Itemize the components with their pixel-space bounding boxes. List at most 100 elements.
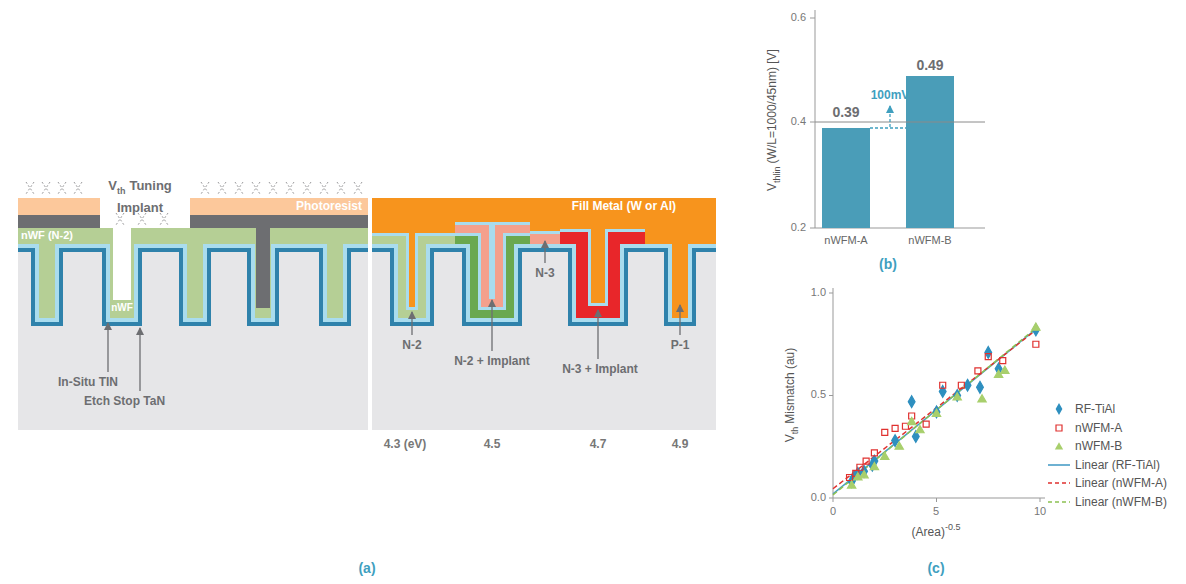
implant-arrow-icon xyxy=(286,182,294,194)
axis-tick xyxy=(829,395,833,396)
leader-arrow xyxy=(597,310,598,359)
figure-label: N-2 + Implant xyxy=(454,354,530,368)
implant-ray xyxy=(303,182,311,194)
data-point xyxy=(892,425,898,431)
line-sample xyxy=(1048,482,1070,484)
figure-label: (c) xyxy=(927,560,944,577)
legend-text: nWFM-B xyxy=(1075,439,1122,453)
data-point xyxy=(882,429,888,435)
data-point xyxy=(1000,358,1006,364)
implant-arrow-icon xyxy=(201,182,209,194)
implant-ray xyxy=(74,182,82,194)
data-point xyxy=(916,426,924,433)
axis-tick xyxy=(936,498,937,502)
implant-ray xyxy=(320,182,328,194)
substrate xyxy=(18,228,368,430)
data-point xyxy=(958,382,964,388)
layer-band: Fill Metal (W or Al) xyxy=(372,198,716,214)
figure-label: 4.5 xyxy=(484,437,501,451)
legend-item: Linear (RF-TiAl) xyxy=(1047,458,1160,472)
implant-cross-section xyxy=(18,182,368,430)
triangle-marker xyxy=(1055,442,1063,449)
implant-ray xyxy=(218,182,226,194)
axis-tick xyxy=(829,498,833,499)
implant-ray xyxy=(337,182,345,194)
implant-ray xyxy=(201,182,209,194)
implant-arrow-icon xyxy=(320,182,328,194)
trend-line xyxy=(833,326,1038,494)
axis-title-part: (W/L=1000/45nm) [V] xyxy=(765,49,779,163)
axis-tick xyxy=(810,228,815,229)
y-axis xyxy=(833,288,834,498)
layer-name: Photoresist xyxy=(296,199,362,213)
implant-ray xyxy=(252,182,260,194)
data-point xyxy=(1001,366,1009,373)
data-point xyxy=(953,393,961,400)
figure-label: 0.49 xyxy=(916,57,943,74)
implant-arrow-icon xyxy=(269,182,277,194)
figure-label: In-Situ TIN xyxy=(58,375,118,389)
axis-title-part: -0.5 xyxy=(945,522,961,532)
nwf-layer xyxy=(18,228,368,318)
implant-ray xyxy=(303,182,311,194)
data-point xyxy=(954,390,961,402)
scatter-chart xyxy=(829,288,1045,502)
tin-layer xyxy=(372,198,716,322)
legend-sample xyxy=(1047,496,1071,508)
square-marker xyxy=(1056,425,1062,431)
figure-label: 4.9 xyxy=(672,437,689,451)
fill-metal xyxy=(372,198,455,307)
legend-item: Linear (nWFM-B) xyxy=(1047,495,1167,509)
layer-name: Fill Metal (W or Al) xyxy=(572,199,676,213)
legend-sample xyxy=(1047,403,1071,415)
implant-ray xyxy=(354,182,362,194)
line-sample xyxy=(1048,464,1070,466)
data-point xyxy=(923,421,929,427)
data-point xyxy=(908,396,915,408)
implant-ray xyxy=(235,182,243,194)
implant-ray xyxy=(269,182,277,194)
axis-title: (Area)-0.5 xyxy=(912,521,961,540)
hard-mask xyxy=(18,215,100,228)
legend-text: RF-TiAl xyxy=(1075,402,1115,416)
implant-arrow-icon xyxy=(337,182,345,194)
figure-label: 5 xyxy=(933,505,939,518)
data-point xyxy=(975,368,981,374)
implant-arrow-icon xyxy=(42,182,50,194)
workfunction-layer xyxy=(560,198,645,306)
axis-title-part: Mismatch (au) xyxy=(783,348,797,424)
data-series xyxy=(848,324,1039,487)
bar xyxy=(822,128,870,228)
workfunction-layer xyxy=(372,198,455,310)
data-point xyxy=(978,395,986,402)
implant-ray xyxy=(286,182,294,194)
workfunction-layer xyxy=(455,198,530,310)
data-point xyxy=(907,417,915,424)
figure-label: N-3 xyxy=(535,266,554,280)
legend-text: Linear (nWFM-A) xyxy=(1075,476,1167,490)
data-point xyxy=(985,354,991,360)
photoresist-block xyxy=(18,198,100,215)
legend-text: nWFM-A xyxy=(1075,421,1122,435)
implant-ray xyxy=(235,182,243,194)
axis-title-part: thlin xyxy=(772,166,782,183)
axis-title-part: (Area) xyxy=(912,525,945,539)
figure-label: 1.0 xyxy=(811,286,826,299)
legend-sample xyxy=(1047,422,1071,434)
leader-arrow xyxy=(679,305,680,335)
data-point xyxy=(861,465,868,477)
figure-label: 4.3 (eV) xyxy=(384,437,427,451)
axis-tick xyxy=(1040,498,1041,502)
leader-arrow xyxy=(544,241,545,263)
legend-item: nWFM-A xyxy=(1047,421,1122,435)
leader-arrow xyxy=(107,323,108,372)
data-point xyxy=(977,381,984,393)
implant-ray xyxy=(269,182,277,194)
figure-label: 0.6 xyxy=(791,11,806,24)
implant-arrow-icon xyxy=(303,182,311,194)
axis-title-part: V xyxy=(783,434,797,442)
legend-sample xyxy=(1047,477,1071,489)
data-series xyxy=(847,323,1040,488)
leader-arrow xyxy=(491,300,492,351)
